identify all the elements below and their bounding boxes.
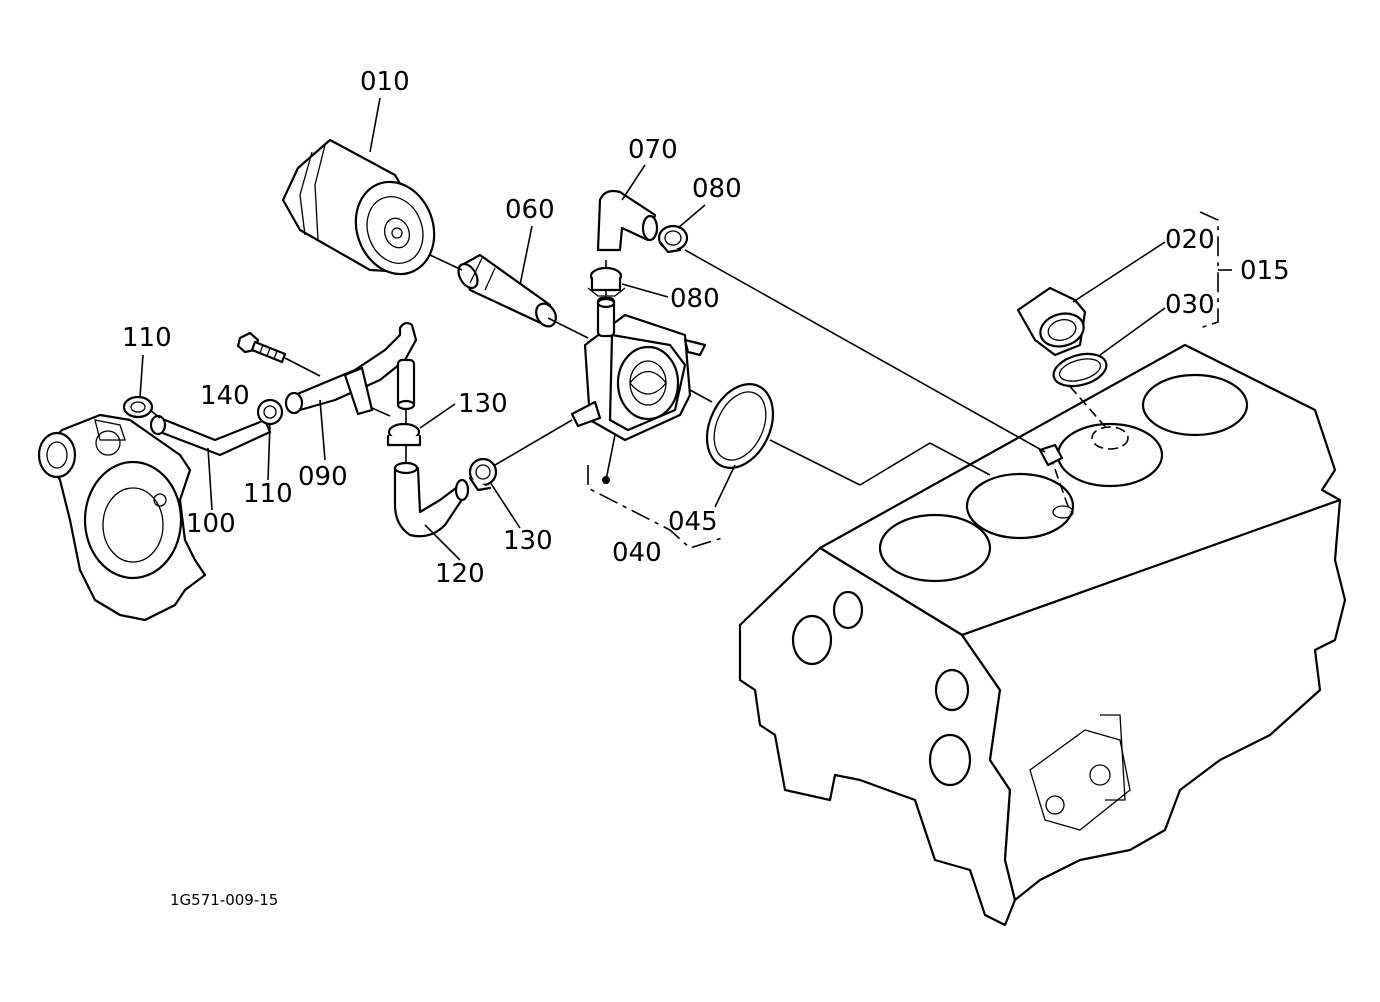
label-030: 030 — [1165, 290, 1215, 320]
label-040: 040 — [612, 538, 662, 568]
clamp-110-left — [122, 395, 154, 419]
clamp-130-lower — [468, 457, 498, 492]
clamp-110-right — [256, 398, 284, 426]
label-130-upper: 130 — [458, 389, 508, 419]
assembly-lines — [139, 97, 1166, 561]
label-010: 010 — [360, 67, 410, 97]
label-100: 100 — [186, 509, 236, 539]
engine-block — [738, 343, 1347, 927]
o-ring-030 — [1052, 352, 1108, 388]
drawing-code: 1G571-009-15 — [170, 891, 278, 909]
label-110-upper: 110 — [122, 323, 172, 353]
water-pump-housing — [37, 413, 207, 622]
label-015: 015 — [1240, 256, 1290, 286]
label-020: 020 — [1165, 225, 1215, 255]
bolt-140 — [236, 331, 287, 364]
pipe-060 — [457, 253, 557, 328]
label-090: 090 — [298, 462, 348, 492]
label-140: 140 — [200, 381, 250, 411]
label-070: 070 — [628, 135, 678, 165]
label-080-upper: 080 — [692, 174, 742, 204]
label-110-lower: 110 — [243, 479, 293, 509]
gasket-045 — [705, 383, 775, 469]
oil-filter — [281, 138, 436, 276]
clamp-080-upper — [657, 224, 689, 254]
hose-120 — [393, 461, 470, 538]
part-labels: 010 060 070 080 080 020 015 030 110 140 … — [122, 67, 1290, 909]
label-060: 060 — [505, 195, 555, 225]
label-120: 120 — [435, 559, 485, 589]
pipe-090 — [284, 321, 418, 416]
group-brackets — [587, 211, 1232, 549]
pipe-100 — [149, 414, 272, 457]
label-080-lower: 080 — [670, 284, 720, 314]
clamp-080-lower — [587, 266, 626, 297]
label-130-lower: 130 — [503, 526, 553, 556]
hose-070 — [596, 189, 659, 252]
label-045: 045 — [668, 507, 718, 537]
oil-cooler — [570, 296, 707, 484]
oil-filler-cap — [1016, 286, 1087, 357]
clamp-130-upper — [386, 422, 422, 447]
